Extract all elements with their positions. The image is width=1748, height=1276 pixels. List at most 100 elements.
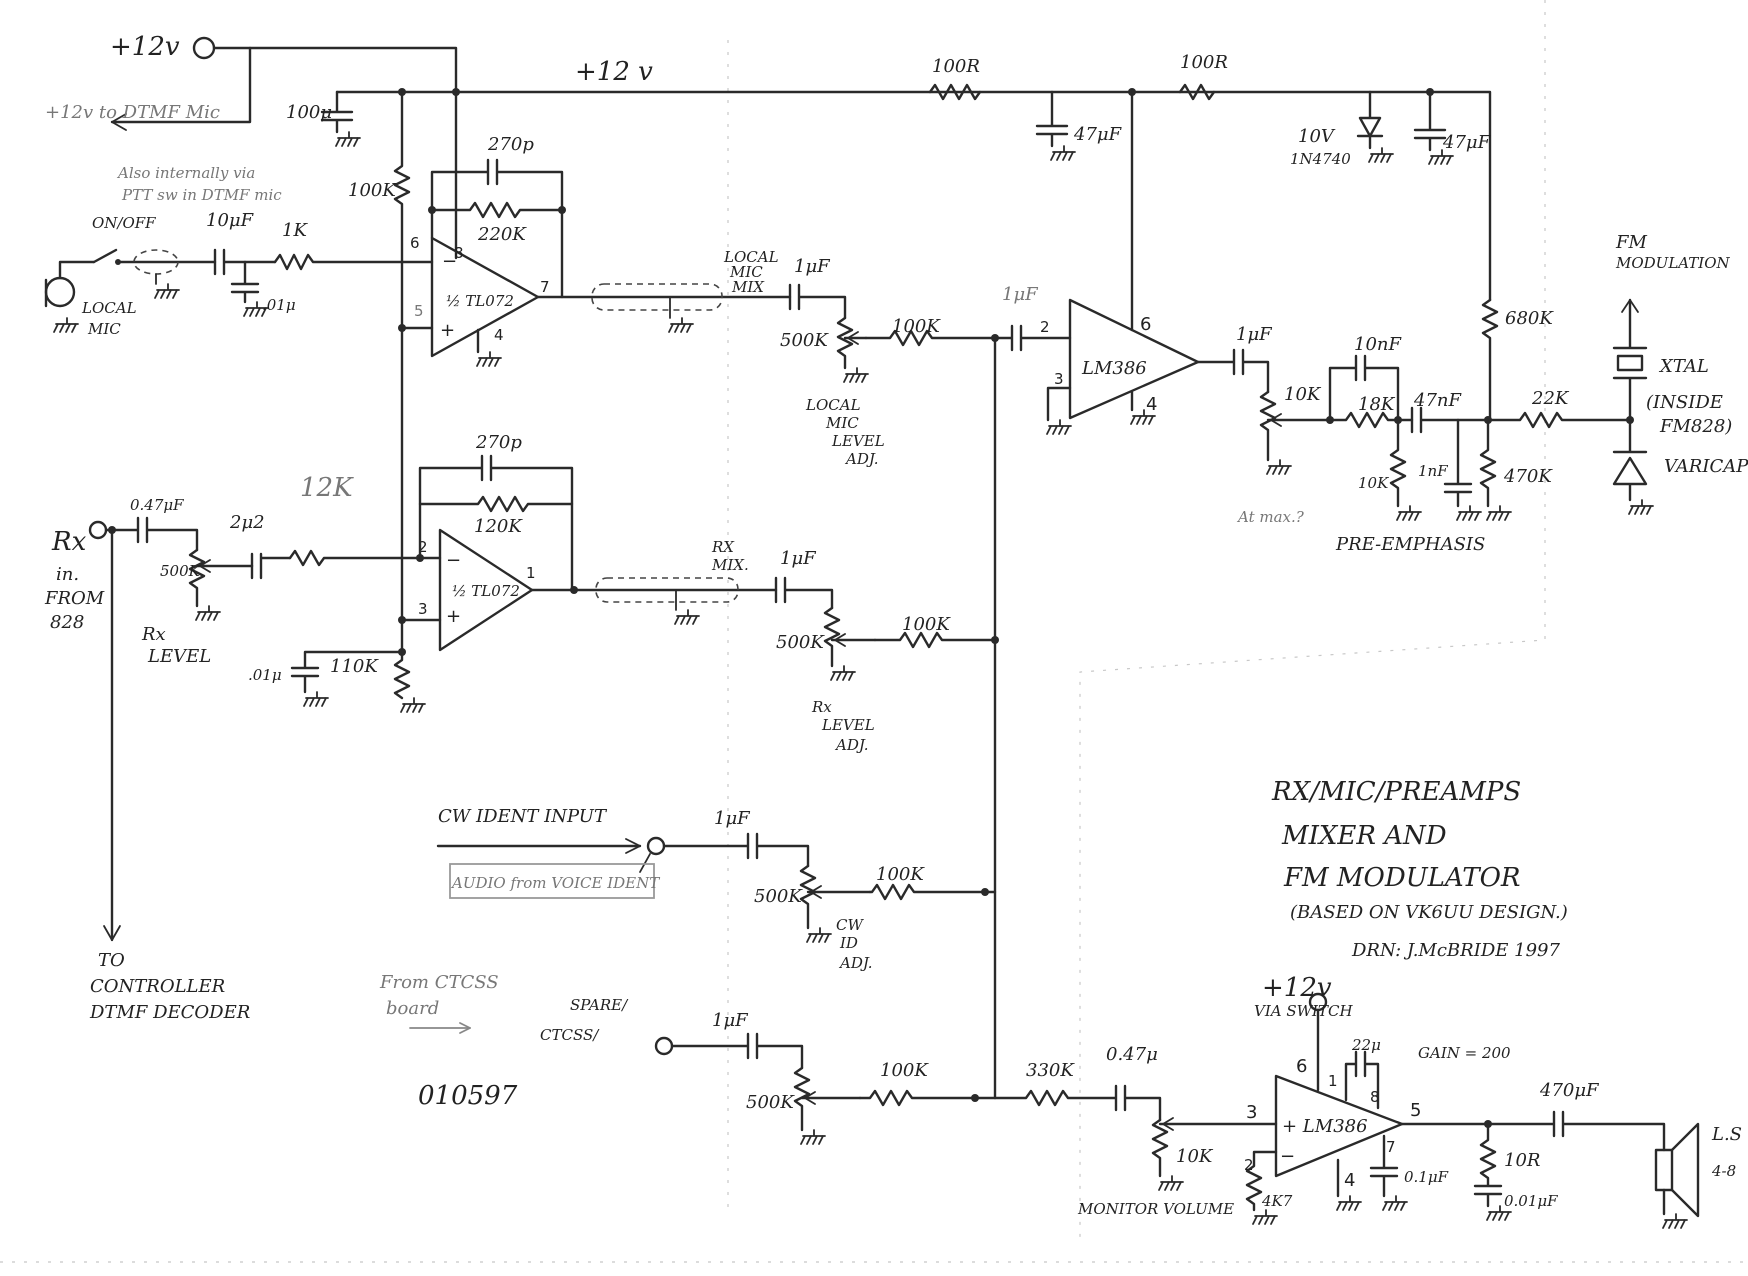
- u2-pin-in: 2: [1040, 318, 1050, 336]
- cw-input-terminal: [646, 836, 666, 856]
- mic-adj-label-3: LEVEL: [831, 432, 885, 450]
- u1b-pin-inv: 2: [418, 538, 428, 556]
- rx-adj-label-3: ADJ.: [834, 736, 868, 754]
- fm-modulator: 1μF 2 LM386 3 6 4 1μF 10K At max.? 10nF …: [993, 90, 1748, 555]
- sum-cap-label: 1μF: [1002, 284, 1039, 305]
- cw-adj-label-1: CW: [836, 916, 864, 934]
- u2-part-label: LM386: [1081, 358, 1147, 379]
- mic-shunt-cap-label: .01μ: [262, 296, 296, 314]
- u2-pin-gnd: 4: [1146, 394, 1157, 415]
- rx-label-2: in.: [56, 564, 79, 585]
- rx-coupling-cap-label: 1μF: [780, 548, 817, 569]
- monitor-cap-label: 0.47μ: [1106, 1044, 1158, 1065]
- power-rail: +12v +12 v +12v to DTMF Mic 100μ 100R 10…: [45, 32, 1492, 302]
- supply-terminal: [192, 36, 216, 60]
- mod-pot-label: 10K: [1284, 384, 1322, 405]
- fm-mod-label-1: FM: [1615, 232, 1647, 253]
- mix-bus: [971, 334, 999, 1102]
- spare-input-terminal: [654, 1036, 674, 1056]
- cw-pot-label: 500K: [754, 886, 803, 907]
- u3-pin-vs: 6: [1296, 1056, 1307, 1077]
- via-switch-label: VIA SWITCH: [1254, 1002, 1353, 1020]
- u1b-pin-out: 1: [526, 564, 536, 582]
- to-controller-label-1: TO: [98, 950, 125, 971]
- cw-adj-label-3: ADJ.: [838, 954, 872, 972]
- monitor-zobel-r-label: 10R: [1504, 1150, 1540, 1171]
- spare-pot-label: 500K: [746, 1092, 795, 1113]
- u1a-minus: −: [442, 251, 457, 272]
- u3-pin-g1: 1: [1328, 1072, 1338, 1090]
- u3-pin-g8: 8: [1370, 1088, 1380, 1106]
- pre-series-c-label: 47nF: [1413, 390, 1462, 411]
- rx-bias-cap-label: .01μ: [248, 666, 282, 684]
- rx-level-label-2: LEVEL: [147, 646, 211, 667]
- xtal-label: XTAL: [1658, 356, 1709, 377]
- cw-ident-input: CW IDENT INPUT AUDIO from VOICE IDENT 1μ…: [436, 806, 987, 972]
- rx-preamp: Rx in. FROM 828 0.47μF 500K Rx LEVEL 2μ2…: [44, 432, 997, 1023]
- rx-mix-label-2: MIX.: [711, 556, 749, 574]
- spare-ctcss-input: From CTCSS board SPARE/ CTCSS/ 1μF 500K …: [379, 972, 977, 1145]
- mic-adj-label-2: MIC: [825, 414, 859, 432]
- mic-mix-label-3: MIX: [731, 278, 765, 296]
- date-code: 010597: [418, 1081, 518, 1111]
- pre-shunt-c-label: 1nF: [1418, 462, 1448, 480]
- rx-mix-resistor-label: 100K: [902, 614, 951, 635]
- from-ctcss-label-1: From CTCSS: [379, 972, 499, 993]
- rx-adj-label-2: LEVEL: [821, 716, 875, 734]
- mic-input-resistor-label: 1K: [282, 220, 308, 241]
- rx-mix-label-1: RX: [711, 538, 735, 556]
- title-line-5: DRN: J.McBRIDE 1997: [1351, 940, 1560, 961]
- title-line-4: (BASED ON VK6UU DESIGN.): [1290, 902, 1568, 923]
- inside-label-2: FM828): [1659, 416, 1732, 437]
- u1a-pin-inv: 6: [410, 234, 420, 252]
- ptt-note-line1: Also internally via: [116, 164, 255, 182]
- u3-part-label: + LM386: [1282, 1116, 1368, 1137]
- mic-adj-label-4: ADJ.: [844, 450, 878, 468]
- bias-resistor-label: 100K: [348, 180, 397, 201]
- monitor-gain-label: GAIN = 200: [1418, 1044, 1511, 1062]
- voice-ident-note: AUDIO from VOICE IDENT: [450, 874, 660, 892]
- bias-r-bottom-label: 470K: [1503, 466, 1553, 487]
- rx-level-pot-label: 500K: [160, 562, 201, 580]
- mic-feedback-cap-label: 270p: [487, 134, 534, 155]
- spare-coupling-cap-label: 1μF: [712, 1010, 749, 1031]
- title-line-1: RX/MIC/PREAMPS: [1271, 777, 1521, 807]
- fm-mod-label-2: MODULATION: [1615, 254, 1731, 272]
- spare-label-1: SPARE/: [570, 996, 629, 1014]
- mod-out-cap-label: 1μF: [1236, 324, 1273, 345]
- rx-level-adj-pot-label: 500K: [776, 632, 825, 653]
- supply-cap-label: 100μ: [286, 102, 332, 123]
- rx-bias-resistor-label: 110K: [330, 656, 379, 677]
- at-max-note: At max.?: [1236, 508, 1305, 526]
- spare-label-2: CTCSS/: [540, 1026, 600, 1044]
- spare-mix-resistor-label: 100K: [880, 1060, 929, 1081]
- title-line-3: FM MODULATOR: [1283, 863, 1520, 893]
- u1b-part-label: ½ TL072: [452, 582, 520, 600]
- lm386-modulator: [1068, 298, 1200, 420]
- u3-pin-inv: 2: [1244, 1156, 1254, 1174]
- u1a-pin-vplus: 8: [454, 244, 464, 262]
- rx-feedback-resistor-label: 120K: [474, 516, 523, 537]
- u1a-pin-noninv: 5: [414, 302, 424, 320]
- monitor-bypass-cap-label: 0.1μF: [1404, 1168, 1449, 1186]
- u2-pin-vs: 6: [1140, 314, 1151, 335]
- mic-input-cap-label: 10μF: [206, 210, 255, 231]
- inside-label-1: (INSIDE: [1646, 392, 1723, 413]
- rx-cap-2-label: 2μ2: [229, 512, 265, 533]
- u3-minus: −: [1280, 1146, 1295, 1167]
- mic-switch-label: ON/OFF: [92, 214, 156, 232]
- cw-coupling-cap-label: 1μF: [714, 808, 751, 829]
- opamp-local-mic: [430, 236, 540, 358]
- u3-pin-gnd: 4: [1344, 1170, 1355, 1191]
- speaker-label-1: L.S: [1711, 1124, 1742, 1145]
- twelve-k-note: 12K: [300, 473, 354, 503]
- rx-input-terminal: [88, 520, 108, 540]
- title-block: RX/MIC/PREAMPS MIXER AND FM MODULATOR (B…: [1271, 777, 1568, 961]
- mic-level-pot-label: 500K: [780, 330, 829, 351]
- opamp-rx: [438, 528, 534, 652]
- rx-input-cap-label: 0.47μF: [130, 496, 184, 514]
- u1b-minus: −: [446, 550, 461, 571]
- rail-cap-2-label: 47μF: [1442, 132, 1492, 153]
